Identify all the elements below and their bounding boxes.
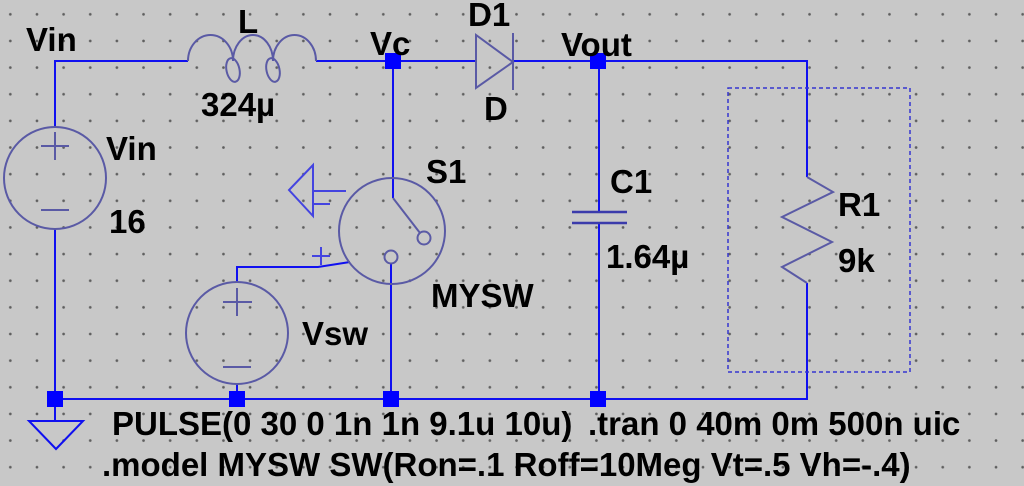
switch-symbol[interactable] [338, 177, 446, 285]
wire-vsw-to-switch-control[interactable] [236, 261, 351, 283]
junction-gnd-cap[interactable] [590, 391, 606, 407]
resistor-name[interactable]: R1 [838, 186, 881, 223]
dashed-selection-box[interactable] [727, 87, 911, 373]
capacitor-symbol[interactable] [572, 210, 627, 225]
inductor-name[interactable]: L [238, 3, 259, 40]
source-vsw-value-pulse[interactable]: PULSE(0 30 0 1n 1n 9.1u 10u) [112, 405, 573, 442]
junction-gnd-vsw[interactable] [229, 391, 245, 407]
source-vin-name[interactable]: Vin [106, 130, 157, 167]
source-vin-value[interactable]: 16 [109, 203, 146, 240]
junction-vc[interactable] [385, 53, 401, 69]
inductor-symbol[interactable] [187, 34, 317, 83]
wire-vin-to-inductor[interactable] [54, 60, 188, 128]
net-label-vout[interactable]: Vout [561, 26, 632, 63]
capacitor-value[interactable]: 1.64µ [606, 238, 690, 275]
diode-name[interactable]: D1 [468, 0, 511, 33]
net-label-vin[interactable]: Vin [26, 21, 77, 58]
source-vsw-name[interactable]: Vsw [302, 315, 369, 352]
switch-model[interactable]: MYSW [431, 277, 534, 314]
voltage-source-vsw-symbol[interactable] [185, 281, 289, 385]
inductor-value[interactable]: 324µ [201, 86, 276, 123]
capacitor-name[interactable]: C1 [610, 163, 653, 200]
voltage-source-vin-symbol[interactable] [3, 126, 107, 230]
diode-model[interactable]: D [484, 90, 508, 127]
junction-gnd-switch[interactable] [383, 391, 399, 407]
diode-symbol[interactable] [475, 33, 515, 90]
wire-diode-to-r1-top[interactable] [513, 60, 808, 177]
junction-gnd-left[interactable] [47, 391, 63, 407]
switch-control-arrow-icon[interactable] [287, 162, 346, 265]
wire-r1-bottom-to-ground-rail[interactable] [55, 283, 808, 400]
resistor-value[interactable]: 9k [838, 242, 875, 279]
junction-vout[interactable] [590, 53, 606, 69]
resistor-symbol[interactable] [779, 176, 836, 284]
directive-model[interactable]: .model MYSW SW(Ron=.1 Roff=10Meg Vt=.5 V… [102, 446, 911, 483]
net-label-vc[interactable]: Vc [370, 25, 411, 62]
directive-tran[interactable]: .tran 0 40m 0m 500n uic [588, 405, 961, 442]
switch-name[interactable]: S1 [426, 153, 467, 190]
ground-icon[interactable] [26, 420, 86, 451]
